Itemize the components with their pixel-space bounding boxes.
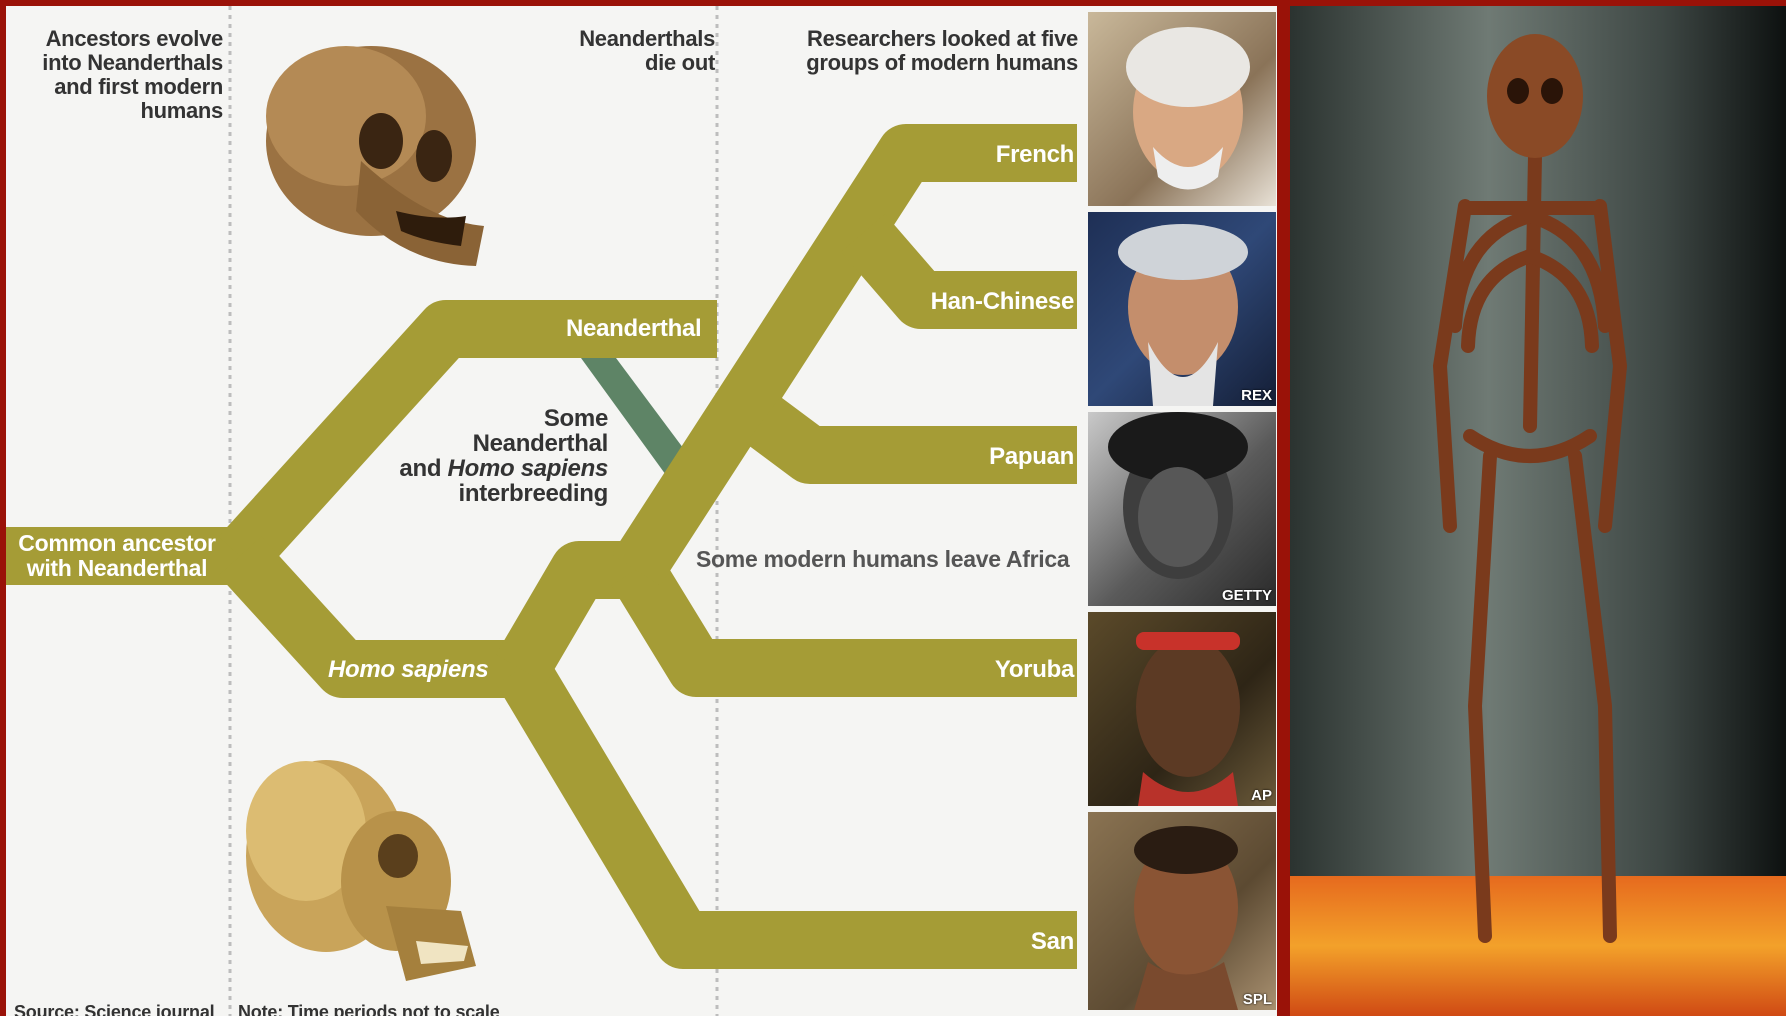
face-icon: [1118, 224, 1248, 406]
header-ancestors-evolve: Ancestors evolve into Neanderthals and f…: [42, 26, 223, 123]
face-icon: [1134, 826, 1238, 1010]
label-group-san: San: [1030, 928, 1074, 955]
label-group-yoruba: Yoruba: [994, 656, 1074, 683]
photo-french: [1088, 12, 1276, 206]
branch-french: [611, 124, 1077, 586]
interbreeding-line-2: Neanderthal: [472, 430, 609, 457]
label-group-french: French: [995, 141, 1075, 168]
skeleton-display: [1290, 6, 1786, 1016]
credit-han-chinese: REX: [1241, 387, 1272, 404]
label-group-papuan: Papuan: [989, 443, 1074, 470]
credit-papuan: GETTY: [1221, 587, 1272, 604]
branch-san: [496, 654, 1077, 969]
interbreeding-line-4: interbreeding: [458, 480, 609, 507]
interbreeding-line-1: Some: [543, 405, 608, 432]
footer-source: Source: Science journal: [14, 1002, 215, 1016]
credit-yoruba: AP: [1251, 787, 1272, 804]
branch-neanderthal: [218, 300, 717, 576]
label-neanderthal: Neanderthal: [566, 315, 702, 342]
branch-yoruba: [611, 554, 1077, 697]
header-researchers-looked: Researchers looked at five groups of mod…: [806, 26, 1078, 75]
skeleton-photo: [1290, 6, 1786, 1016]
credit-san: SPL: [1242, 991, 1272, 1008]
photo-san: SPL: [1088, 812, 1276, 1010]
label-interbreeding: Some Neanderthal and Homo sapiens interb…: [346, 406, 608, 506]
ancient-skull-image: [266, 46, 484, 266]
label-group-han-chinese: Han-Chinese: [930, 288, 1075, 315]
footer-note: Note: Time periods not to scale: [238, 1002, 500, 1016]
face-icon: [1108, 412, 1248, 579]
photo-han-chinese: REX: [1088, 212, 1276, 406]
modern-skull-image: [246, 760, 476, 981]
label-leave-africa: Some modern humans leave Africa: [696, 546, 1070, 572]
branch-papuan: [745, 396, 1077, 484]
photo-yoruba: AP: [1088, 612, 1276, 806]
evolution-infographic: Ancestors evolve into Neanderthals and f…: [6, 6, 1277, 1016]
label-common-ancestor: Common ancestor with Neanderthal: [18, 530, 216, 581]
label-homo-sapiens: Homo sapiens: [328, 656, 489, 683]
face-icon: [1136, 632, 1240, 806]
face-icon: [1126, 27, 1250, 190]
interbreeding-line-3b: Homo sapiens: [447, 455, 609, 482]
interbreeding-line-3a: and: [399, 455, 448, 482]
header-neanderthals-die-out: Neanderthals die out: [579, 26, 715, 75]
phylogenetic-tree: [6, 6, 1077, 1016]
branch-homo-sapiens: [218, 536, 521, 698]
interbreeding-band: [581, 358, 701, 482]
branch-han-chinese: [841, 214, 1077, 329]
photo-papuan: GETTY: [1088, 412, 1276, 606]
